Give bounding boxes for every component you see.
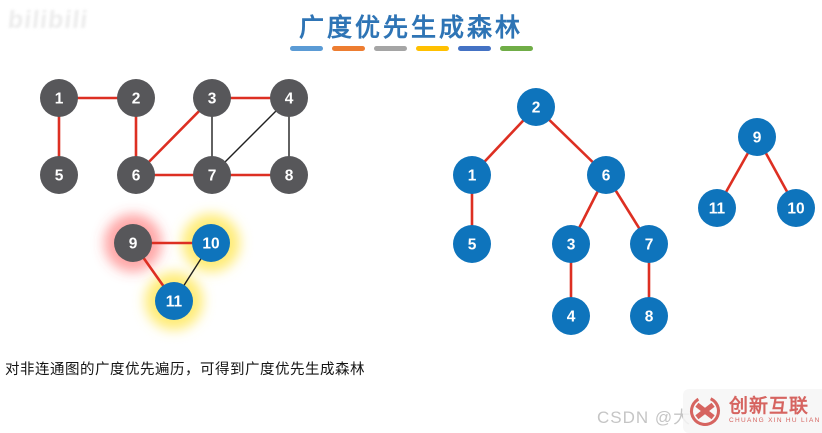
divider-dash: [415, 46, 449, 51]
node-5: [40, 156, 78, 194]
theme-color-divider: [0, 46, 822, 51]
node-10: [192, 224, 230, 262]
node-4: [552, 297, 590, 335]
csdn-watermark: CSDN @大: [597, 408, 692, 427]
graph-component-1: 1 2 3 4 5 6 7 8: [40, 79, 308, 194]
node-label-2: 2: [532, 100, 541, 117]
node-label-10: 10: [202, 236, 219, 253]
node-2: [517, 88, 555, 126]
node-label-1: 1: [468, 168, 477, 185]
node-label-11: 11: [709, 201, 726, 218]
caption-text: 对非连通图的广度优先遍历，可得到广度优先生成森林: [5, 362, 365, 378]
node-11: [155, 282, 193, 320]
node-11: [698, 189, 736, 227]
bfs-tree-1: 2 1 6 5 3 7 4 8: [453, 88, 668, 335]
node-1: [40, 79, 78, 117]
divider-dash: [373, 46, 407, 51]
node-label-9: 9: [129, 236, 138, 253]
page-title: 广度优先生成森林: [298, 14, 523, 42]
divider-dash: [289, 46, 323, 51]
brand-text-block: 创新互联 CHUANG XIN HU LIAN: [729, 397, 821, 425]
node-9: [738, 118, 776, 156]
node-label-5: 5: [55, 168, 64, 185]
graph-component-2: 9 10 11: [104, 214, 240, 330]
node-1: [453, 156, 491, 194]
node-label-6: 6: [602, 168, 611, 185]
node-label-5: 5: [468, 237, 477, 254]
node-7: [630, 225, 668, 263]
node-8: [270, 156, 308, 194]
node-7: [193, 156, 231, 194]
brand-name: 创新互联: [729, 396, 810, 418]
node-2: [117, 79, 155, 117]
node-9: [114, 224, 152, 262]
node-label-4: 4: [285, 91, 294, 108]
divider-dash: [499, 46, 533, 51]
node-8: [630, 297, 668, 335]
node-label-1: 1: [55, 91, 64, 108]
divider-dash: [457, 46, 491, 51]
node-5: [453, 225, 491, 263]
node-4: [270, 79, 308, 117]
node-label-7: 7: [208, 168, 217, 185]
node-label-8: 8: [285, 168, 294, 185]
node-3: [193, 79, 231, 117]
node-6: [587, 156, 625, 194]
node-label-3: 3: [208, 91, 217, 108]
node-label-7: 7: [645, 237, 654, 254]
node-label-11: 11: [166, 294, 183, 311]
node-label-9: 9: [753, 130, 762, 147]
chuangxin-logo-icon: [689, 395, 721, 427]
node-6: [117, 156, 155, 194]
brand-subtitle: CHUANG XIN HU LIAN: [729, 417, 821, 425]
node-label-6: 6: [132, 168, 141, 185]
brand-watermark: 创新互联 CHUANG XIN HU LIAN: [683, 389, 822, 433]
node-label-3: 3: [567, 237, 576, 254]
node-label-2: 2: [132, 91, 141, 108]
node-3: [552, 225, 590, 263]
divider-dash: [331, 46, 365, 51]
node-10: [777, 189, 815, 227]
node-label-10: 10: [787, 201, 804, 218]
node-label-4: 4: [567, 309, 576, 326]
node-label-8: 8: [645, 309, 654, 326]
bfs-tree-2: 9 11 10: [698, 118, 815, 227]
